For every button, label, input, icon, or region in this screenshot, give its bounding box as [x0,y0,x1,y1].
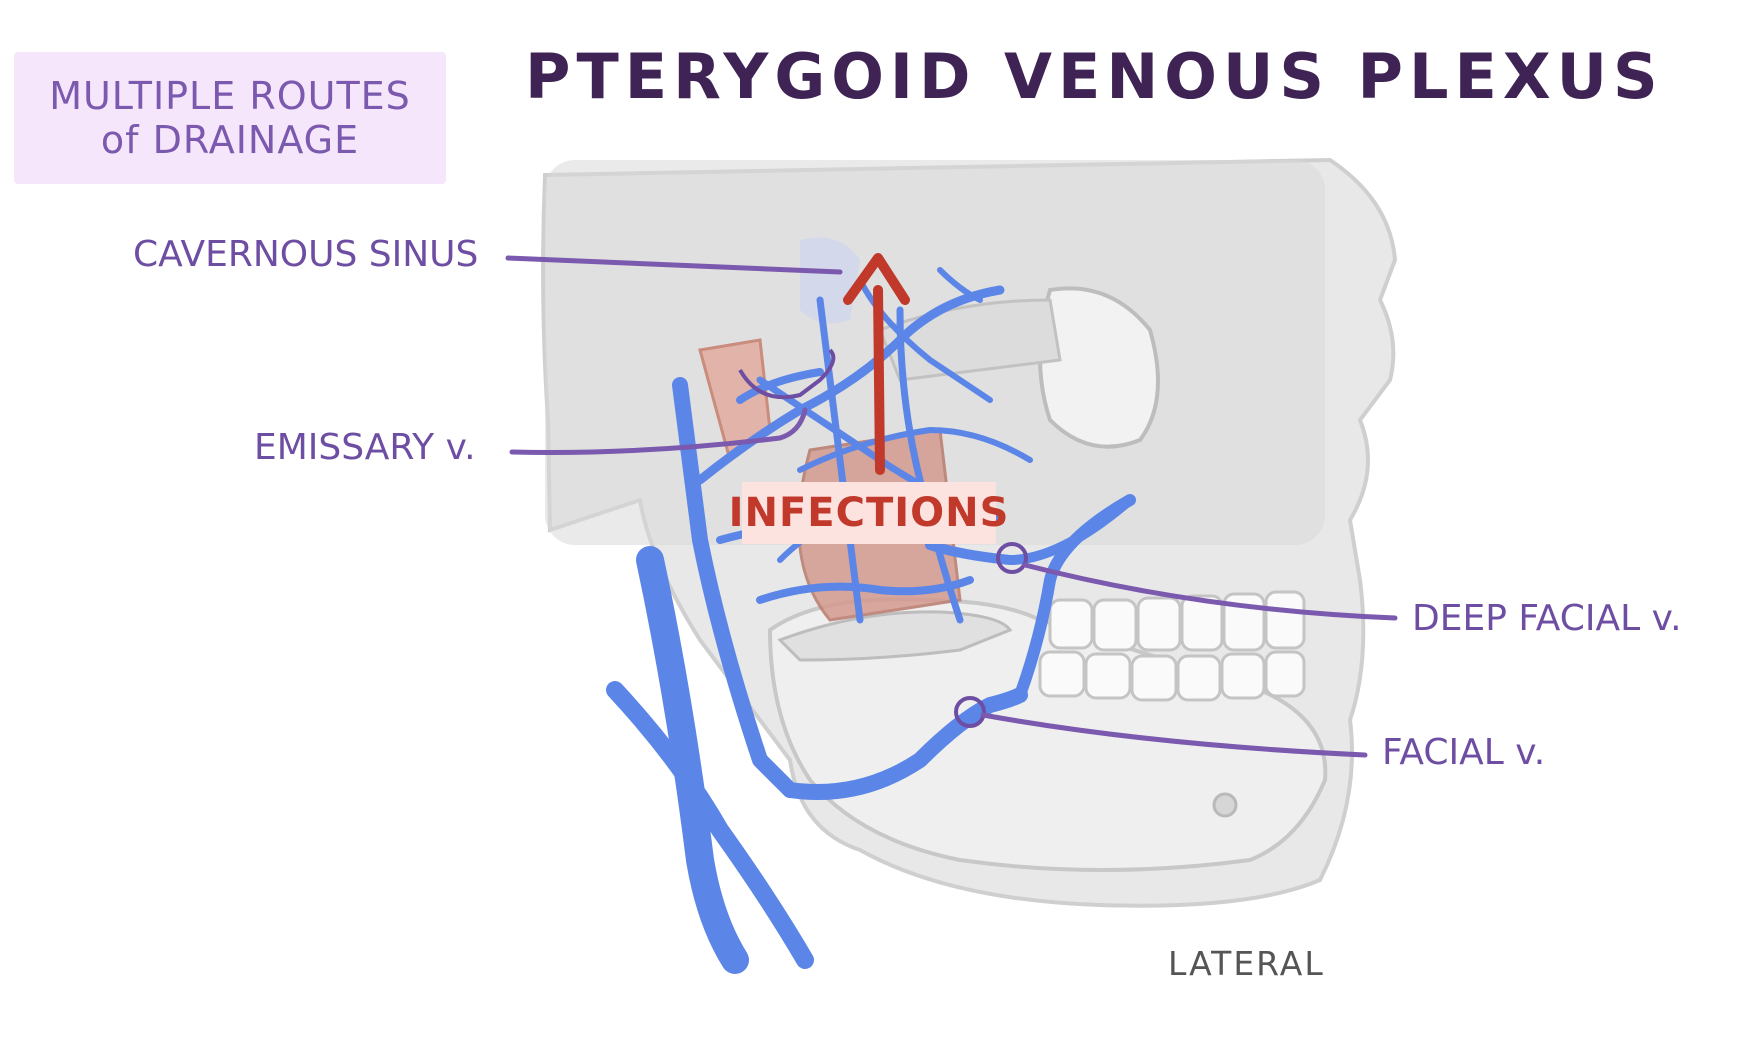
emissary-marker [738,348,836,400]
lower-teeth [1038,650,1306,702]
cavernous-sinus-shape [800,237,860,324]
leader-cavernous-sinus [505,255,843,275]
mental-foramen [1212,792,1238,818]
infections-label: INFECTIONS [729,482,1008,544]
retromandibular-vein [672,377,798,798]
label-facial-vein: FACIAL v. [1382,732,1546,773]
deep-facial-marker [996,542,1028,574]
deep-facial-vein [925,495,1135,565]
upper-teeth [1048,590,1306,652]
leader-facial [980,712,1368,758]
orbit [1038,286,1160,449]
infection-arrow-shaft [873,285,885,475]
leader-lines [505,255,1398,758]
drainage-callout: MULTIPLE ROUTES of DRAINAGE [14,52,446,184]
label-deep-facial-vein: DEEP FACIAL v. [1412,598,1682,639]
view-label: LATERAL [1168,944,1325,983]
infection-arrow-head [843,253,910,305]
coronoid-section [777,610,1013,662]
emissary-vein [736,368,824,404]
callout-line-2: of DRAINAGE [100,118,360,162]
callout-line-1: MULTIPLE ROUTES [49,74,411,118]
internal-jugular-vein [636,546,749,974]
external-jugular-vein [606,681,814,969]
facial-vein [782,687,1028,800]
leader-deep-facial [1022,562,1398,621]
label-cavernous-sinus: CAVERNOUS SINUS [133,234,479,275]
leader-emissary [509,407,808,455]
label-emissary-vein: EMISSARY v. [254,427,476,468]
facial-marker [954,696,986,728]
page-title: PTERYGOID VENOUS PLEXUS [525,40,1664,113]
